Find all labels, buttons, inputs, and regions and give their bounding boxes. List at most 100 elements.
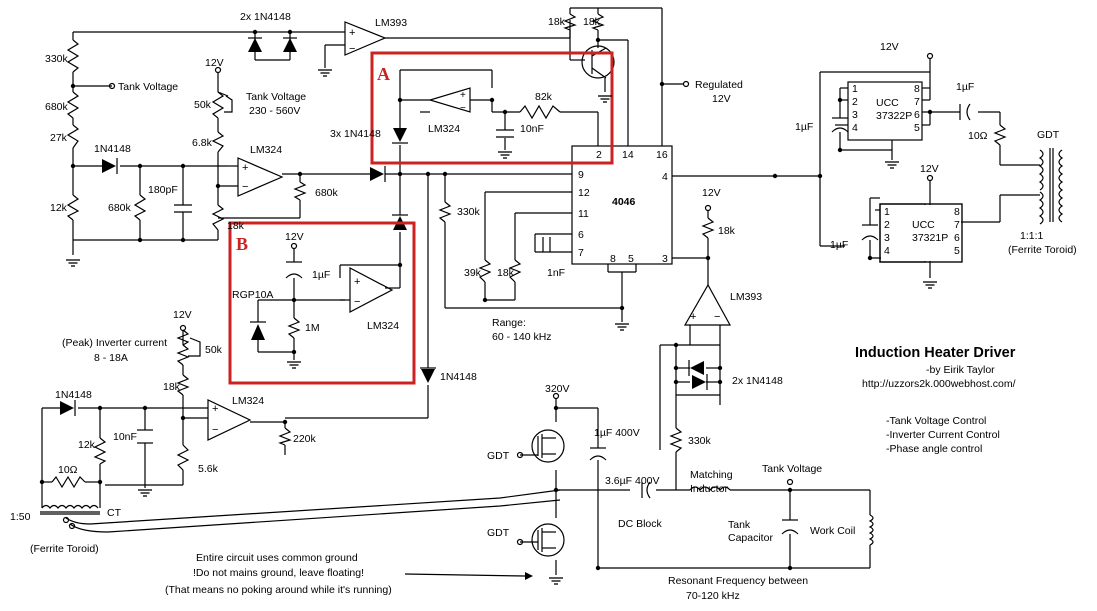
svg-text:+: + (349, 27, 355, 39)
label-r18k-r: 18k (718, 225, 736, 237)
highlight-label-a: A (377, 64, 390, 84)
label-c1uf-out: 1µF (956, 81, 974, 93)
label-peak-current: (Peak) Inverter current (62, 337, 167, 349)
label-tank-voltage-range2: 230 - 560V (249, 105, 300, 117)
label-note1: Entire circuit uses common ground (196, 552, 358, 564)
label-r680k-b: 680k (108, 202, 132, 214)
pin-ua-8: 8 (914, 83, 920, 95)
pnp-transistor (581, 45, 615, 79)
label-ct: CT (107, 507, 122, 519)
label-r6k8: 6.8k (192, 137, 213, 149)
label-pin-5: 5 (628, 253, 634, 265)
label-ferrite-b: (Ferrite Toroid) (1008, 244, 1077, 256)
highlight-box-b: B (228, 221, 416, 385)
labels: 2x 1N4148 LM393 330k Tank Voltage 680k 2… (10, 11, 1077, 602)
svg-text:+: + (690, 311, 696, 323)
author-url: http://uzzors2k.000webhost.com/ (862, 378, 1016, 390)
svg-text:−: − (349, 43, 355, 55)
gdt-transformer (1038, 148, 1064, 225)
label-pin-11: 11 (578, 208, 589, 220)
label-capacitor: Capacitor (728, 532, 773, 544)
label-12v-c: 12V (173, 309, 192, 321)
label-r12k-b: 12k (78, 439, 96, 451)
potentiometers (176, 91, 233, 357)
svg-text:+: + (354, 276, 360, 288)
svg-text:−: − (242, 181, 248, 193)
label-12v-pot: 12V (205, 57, 224, 69)
feature-1: -Tank Voltage Control (886, 415, 986, 427)
label-r39k: 39k (464, 267, 482, 279)
label-lm324-a: LM324 (250, 144, 282, 156)
label-gdt-a: GDT (487, 450, 510, 462)
label-lm393-top: LM393 (375, 17, 407, 29)
label-d1n4148-b: 1N4148 (440, 371, 477, 383)
label-d1n4148-c: 1N4148 (55, 389, 92, 401)
label-rgp10a: RGP10A (232, 289, 273, 301)
label-r12k-a: 12k (50, 202, 68, 214)
label-ratio-ct: 1:50 (10, 511, 31, 523)
label-r10ohm-b: 10Ω (968, 130, 988, 142)
label-resonant2: 70-120 kHz (686, 590, 740, 602)
pin-ua-4: 4 (852, 122, 858, 134)
label-note2: !Do not mains ground, leave floating! (193, 567, 364, 579)
label-lm324-b: LM324 (367, 320, 399, 332)
pin-ua-1: 1 (852, 83, 858, 95)
label-regulated2: 12V (712, 93, 731, 105)
pin-ub-2: 2 (884, 219, 890, 231)
label-r18k-t1: 18k (548, 16, 566, 28)
pin-ub-4: 4 (884, 245, 890, 257)
label-note3: (That means no poking around while it's … (165, 584, 392, 596)
label-c3u6-400v: 3.6µF 400V (605, 475, 660, 487)
label-ucc-a2: 37322P (876, 110, 912, 122)
label-r27k: 27k (50, 132, 68, 144)
label-r18k-b: 18k (497, 267, 515, 279)
label-c180pf: 180pF (148, 184, 178, 196)
label-pot50k-b: 50k (205, 344, 223, 356)
pin-ua-3: 3 (852, 109, 858, 121)
svg-text:−: − (212, 424, 218, 436)
label-pin-12: 12 (578, 187, 590, 199)
label-12v-ucc-a: 12V (880, 41, 899, 53)
label-320v: 320V (545, 383, 570, 395)
label-r220k: 220k (293, 433, 317, 445)
label-12v-r: 12V (702, 187, 721, 199)
ic-4046 (571, 145, 673, 265)
label-pin-9: 9 (578, 169, 584, 181)
label-pin-7: 7 (578, 247, 584, 259)
label-ucc-a: UCC (876, 97, 899, 109)
label-regulated: Regulated (695, 79, 743, 91)
mosfets (531, 429, 565, 557)
label-resonant: Resonant Frequency between (668, 575, 808, 587)
label-c1nf: 1nF (547, 267, 565, 279)
label-pin-8: 8 (610, 253, 616, 265)
label-lm393-b: LM393 (730, 291, 762, 303)
author-credit: -by Eirik Taylor (926, 364, 995, 376)
pin-ua-7: 7 (914, 96, 920, 108)
label-c1uf-ub: 1µF (830, 239, 848, 251)
label-peak-current2: 8 - 18A (94, 352, 128, 364)
diodes (60, 37, 708, 416)
label-gdt-c: GDT (1037, 129, 1060, 141)
svg-text:+: + (212, 403, 218, 415)
label-pin-2: 2 (596, 149, 602, 161)
label-12v-ucc-b: 12V (920, 163, 939, 175)
label-c1uf-ua: 1µF (795, 121, 813, 133)
label-c10nf-a: 10nF (520, 123, 544, 135)
label-diodes-3x: 3x 1N4148 (330, 128, 381, 140)
svg-text:−: − (354, 296, 360, 308)
highlight-box-a: A (370, 51, 614, 165)
highlight-label-b: B (236, 234, 248, 254)
label-ratio-gdt: 1:1:1 (1020, 230, 1044, 242)
ucc-drivers (847, 81, 963, 263)
label-r82k: 82k (535, 91, 553, 103)
label-lm324-c: LM324 (232, 395, 264, 407)
label-12v-b: 12V (285, 231, 304, 243)
label-tank-voltage-out: Tank Voltage (762, 463, 822, 475)
label-pot50k-a: 50k (194, 99, 212, 111)
pin-ub-1: 1 (884, 206, 890, 218)
label-pin-6: 6 (578, 229, 584, 241)
diagram-title: Induction Heater Driver (855, 345, 1016, 361)
pin-ub-5: 5 (954, 245, 960, 257)
wiring (41, 7, 1040, 575)
